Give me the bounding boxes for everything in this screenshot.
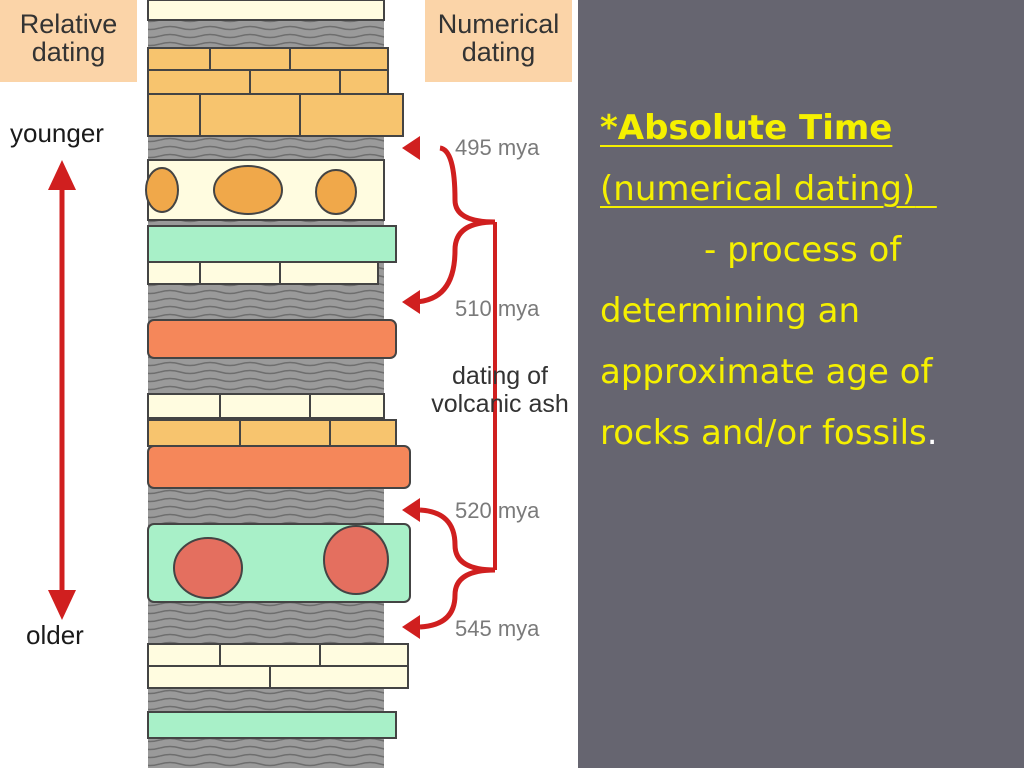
limestone-layer	[147, 393, 385, 419]
older-label: older	[26, 620, 84, 650]
text-panel	[578, 0, 1024, 768]
title: *Absolute Time	[600, 108, 893, 148]
age-bracket-arrow	[419, 507, 496, 630]
definition-text: *Absolute Time (numerical dating) - proc…	[600, 98, 1020, 464]
limestone-layer	[147, 0, 385, 21]
arrowhead	[402, 615, 420, 639]
rock-column	[48, 0, 497, 768]
subtitle: (numerical dating)	[600, 169, 916, 209]
brachiopod-fossil	[213, 165, 283, 215]
arrowhead	[402, 136, 420, 160]
limestone-layer	[147, 261, 379, 285]
trilobite-fossil	[173, 537, 243, 599]
age-label-520: 520 mya	[455, 498, 540, 523]
sandstone-layer	[147, 93, 404, 137]
age-bracket-arrow	[414, 145, 496, 305]
definition-line-3: approximate age of	[600, 352, 933, 392]
definition-line-2: determining an	[600, 291, 861, 331]
down-arrowhead	[48, 590, 76, 620]
brachiopod-fossil	[315, 169, 357, 215]
relative-dating-label: Relative dating	[0, 0, 137, 82]
age-label-495: 495 mya	[455, 135, 540, 160]
sandstone-layer	[147, 419, 397, 447]
period: .	[926, 413, 938, 453]
younger-label: younger	[10, 118, 104, 148]
volcanic-ash-layer	[147, 319, 397, 359]
definition-line-1: - process of	[704, 230, 902, 270]
numerical-dating-label: Numerical dating	[425, 0, 572, 82]
green-layer	[147, 711, 397, 739]
volcanic-ash-dating-label: dating of volcanic ash	[431, 362, 569, 418]
age-label-510: 510 mya	[455, 296, 540, 321]
arrowhead	[402, 290, 420, 314]
volcanic-ash-layer	[147, 445, 411, 489]
green-layer	[147, 225, 397, 263]
trilobite-fossil	[323, 525, 389, 595]
up-arrowhead	[48, 160, 76, 190]
arrowhead	[402, 498, 420, 522]
brachiopod-fossil	[145, 167, 179, 213]
age-label-545: 545 mya	[455, 616, 540, 641]
rock-strata-diagram: Relative dating Numerical dating younger…	[0, 0, 572, 768]
definition-line-4: rocks and/or fossils	[600, 413, 927, 453]
